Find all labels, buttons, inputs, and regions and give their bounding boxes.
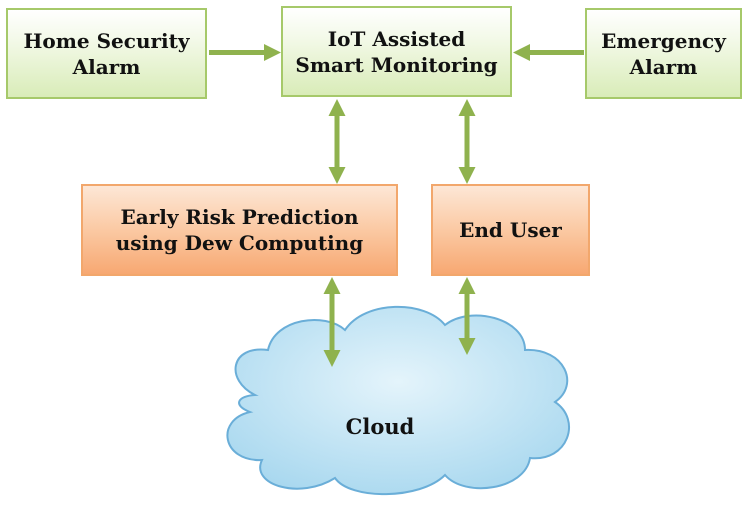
arrow-iot-end-user bbox=[458, 99, 476, 184]
arrow-home-to-iot bbox=[209, 44, 281, 61]
node-emergency-line2: Alarm bbox=[629, 54, 698, 79]
node-early-risk-line2: using Dew Computing bbox=[115, 231, 364, 255]
cloud-shape bbox=[226, 305, 571, 496]
node-emergency-line1: Emergency bbox=[601, 28, 726, 53]
arrow-iot-early-risk bbox=[328, 99, 346, 184]
node-iot-line2: Smart Monitoring bbox=[295, 52, 498, 77]
arrow-emergency-to-iot bbox=[513, 44, 584, 61]
node-end-user-label: End User bbox=[459, 218, 562, 242]
node-early-risk-line1: Early Risk Prediction bbox=[120, 205, 359, 229]
node-home-security-line1: Home Security bbox=[23, 28, 190, 53]
node-early-risk-prediction: Early Risk Prediction using Dew Computin… bbox=[81, 184, 398, 276]
node-home-security-line2: Alarm bbox=[72, 54, 141, 79]
node-home-security-alarm: Home Security Alarm bbox=[6, 8, 207, 99]
node-emergency-alarm: Emergency Alarm bbox=[585, 8, 742, 99]
node-cloud-label: Cloud bbox=[345, 414, 415, 439]
node-iot-line1: IoT Assisted bbox=[327, 26, 466, 51]
arrow-early-risk-cloud bbox=[323, 277, 341, 367]
node-end-user: End User bbox=[431, 184, 590, 276]
arrow-end-user-cloud bbox=[458, 277, 476, 355]
node-iot-smart-monitoring: IoT Assisted Smart Monitoring bbox=[281, 6, 512, 97]
